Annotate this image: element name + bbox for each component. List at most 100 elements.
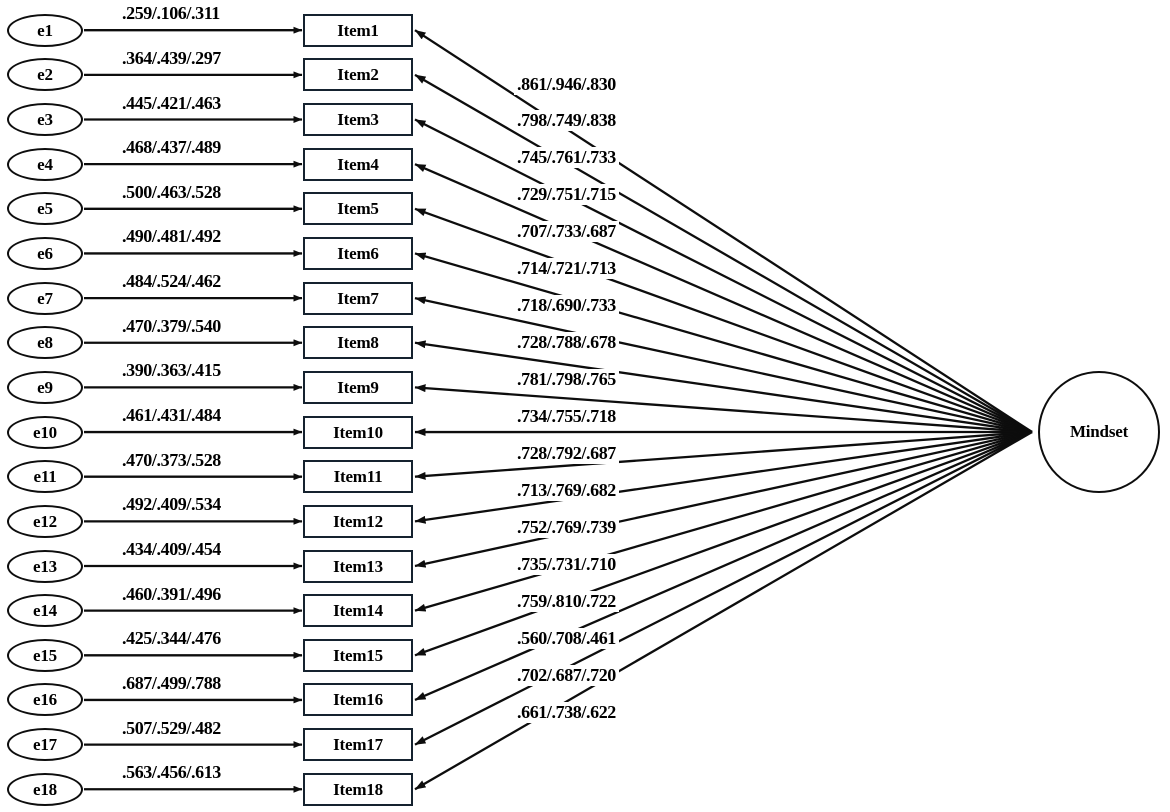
latent-node-label: Mindset	[1069, 422, 1129, 441]
error-coefficient-e5: .500/.463/.528	[122, 181, 221, 202]
error-node-label: e9	[37, 377, 53, 397]
loading-arrow-Item11	[414, 430, 1033, 480]
latent-node-mindset[interactable]: Mindset	[1038, 371, 1160, 493]
error-coefficient-e4: .468/.437/.489	[122, 137, 221, 158]
error-node-e15[interactable]: e15	[7, 638, 83, 672]
loading-coefficient-Item9: .781/.798/.765	[514, 369, 619, 391]
error-coefficient-e15: .425/.344/.476	[122, 628, 221, 649]
loading-coefficient-Item2: .798/.749/.838	[514, 110, 619, 132]
item-node-label: Item2	[337, 65, 379, 85]
item-node-Item11[interactable]: Item11	[303, 460, 413, 494]
loading-arrow-Item6	[414, 252, 1033, 434]
item-node-label: Item9	[337, 377, 379, 397]
item-node-Item15[interactable]: Item15	[303, 638, 413, 672]
error-node-label: e4	[37, 154, 53, 174]
error-node-label: e5	[37, 199, 53, 219]
item-node-Item17[interactable]: Item17	[303, 728, 413, 762]
item-node-label: Item18	[333, 779, 383, 799]
error-node-e18[interactable]: e18	[7, 772, 83, 806]
error-node-label: e15	[33, 645, 57, 665]
loading-arrow-Item12	[414, 430, 1033, 524]
loading-arrow-Item7	[414, 296, 1033, 434]
error-coefficient-e14: .460/.391/.496	[122, 583, 221, 604]
item-node-label: Item4	[337, 154, 379, 174]
item-node-Item9[interactable]: Item9	[303, 370, 413, 404]
error-coefficient-e18: .563/.456/.613	[122, 762, 221, 783]
loading-coefficient-Item6: .714/.721/.713	[514, 258, 619, 280]
error-node-e17[interactable]: e17	[7, 728, 83, 762]
item-node-label: Item12	[333, 511, 383, 531]
loading-arrow-Item13	[414, 430, 1033, 568]
loading-coefficient-Item11: .728/.792/.687	[514, 443, 619, 464]
error-node-e9[interactable]: e9	[7, 370, 83, 404]
item-node-label: Item5	[337, 199, 379, 219]
loading-coefficient-Item15: .759/.810/.722	[514, 590, 619, 612]
loading-coefficient-Item13: .752/.769/.739	[514, 516, 619, 538]
item-node-label: Item6	[337, 243, 379, 263]
loading-coefficient-Item16: .560/.708/.461	[514, 627, 619, 649]
error-coefficient-e13: .434/.409/.454	[122, 539, 221, 559]
error-node-e7[interactable]: e7	[7, 281, 83, 315]
error-node-e10[interactable]: e10	[7, 415, 83, 449]
loading-arrow-Item4	[414, 163, 1033, 434]
item-node-label: Item11	[333, 467, 383, 487]
error-node-e6[interactable]: e6	[7, 236, 83, 270]
error-node-e14[interactable]: e14	[7, 594, 83, 628]
error-node-e11[interactable]: e11	[7, 460, 83, 494]
error-node-e13[interactable]: e13	[7, 549, 83, 583]
error-coefficient-e2: .364/.439/.297	[122, 47, 221, 68]
error-node-e12[interactable]: e12	[7, 504, 83, 538]
item-node-Item2[interactable]: Item2	[303, 58, 413, 92]
item-node-Item6[interactable]: Item6	[303, 236, 413, 270]
item-node-Item4[interactable]: Item4	[303, 147, 413, 181]
error-coefficient-e12: .492/.409/.534	[122, 494, 221, 515]
loading-arrow-Item1	[414, 29, 1033, 433]
error-node-label: e1	[37, 20, 53, 40]
error-node-label: e6	[37, 243, 53, 263]
error-coefficient-e17: .507/.529/.482	[122, 717, 221, 738]
loading-coefficient-Item10: .734/.755/.718	[514, 406, 619, 428]
error-node-e5[interactable]: e5	[7, 192, 83, 226]
error-node-e4[interactable]: e4	[7, 147, 83, 181]
item-node-Item7[interactable]: Item7	[303, 281, 413, 315]
item-node-Item8[interactable]: Item8	[303, 326, 413, 360]
error-node-e8[interactable]: e8	[7, 326, 83, 360]
loading-arrow-Item2	[414, 73, 1033, 433]
item-node-label: Item1	[337, 20, 379, 40]
error-coefficient-e16: .687/.499/.788	[122, 672, 221, 693]
error-node-label: e2	[37, 65, 53, 85]
item-node-Item18[interactable]: Item18	[303, 772, 413, 806]
item-node-Item14[interactable]: Item14	[303, 594, 413, 628]
error-node-label: e8	[37, 333, 53, 353]
item-node-Item1[interactable]: Item1	[303, 13, 413, 47]
item-node-label: Item7	[337, 288, 379, 308]
loading-coefficient-Item4: .729/.751/.715	[514, 184, 619, 206]
loading-coefficient-Item14: .735/.731/.710	[514, 553, 619, 575]
error-coefficient-e9: .390/.363/.415	[122, 360, 221, 381]
error-node-e2[interactable]: e2	[7, 58, 83, 92]
error-node-label: e12	[33, 511, 57, 531]
error-node-e3[interactable]: e3	[7, 103, 83, 136]
loading-arrow-group	[414, 29, 1033, 791]
item-node-Item5[interactable]: Item5	[303, 192, 413, 226]
error-node-label: e14	[33, 601, 57, 621]
loading-arrow-Item15	[414, 430, 1033, 657]
loading-coefficient-Item8: .728/.788/.678	[514, 332, 619, 354]
item-node-label: Item10	[333, 422, 383, 442]
item-node-Item3[interactable]: Item3	[303, 103, 413, 136]
item-node-label: Item16	[333, 690, 383, 710]
item-node-Item13[interactable]: Item13	[303, 549, 413, 583]
item-node-label: Item15	[333, 645, 383, 665]
item-node-Item12[interactable]: Item12	[303, 504, 413, 538]
loading-coefficient-Item12: .713/.769/.682	[514, 479, 619, 501]
item-node-Item10[interactable]: Item10	[303, 415, 413, 449]
error-node-label: e18	[33, 779, 57, 799]
loading-coefficient-Item1: .861/.946/.830	[514, 73, 619, 95]
error-coefficient-e7: .484/.524/.462	[122, 271, 221, 292]
error-coefficient-e8: .470/.379/.540	[122, 315, 221, 336]
error-node-e16[interactable]: e16	[7, 683, 83, 717]
error-node-e1[interactable]: e1	[7, 13, 83, 47]
item-node-label: Item8	[337, 333, 379, 353]
item-node-Item16[interactable]: Item16	[303, 683, 413, 717]
